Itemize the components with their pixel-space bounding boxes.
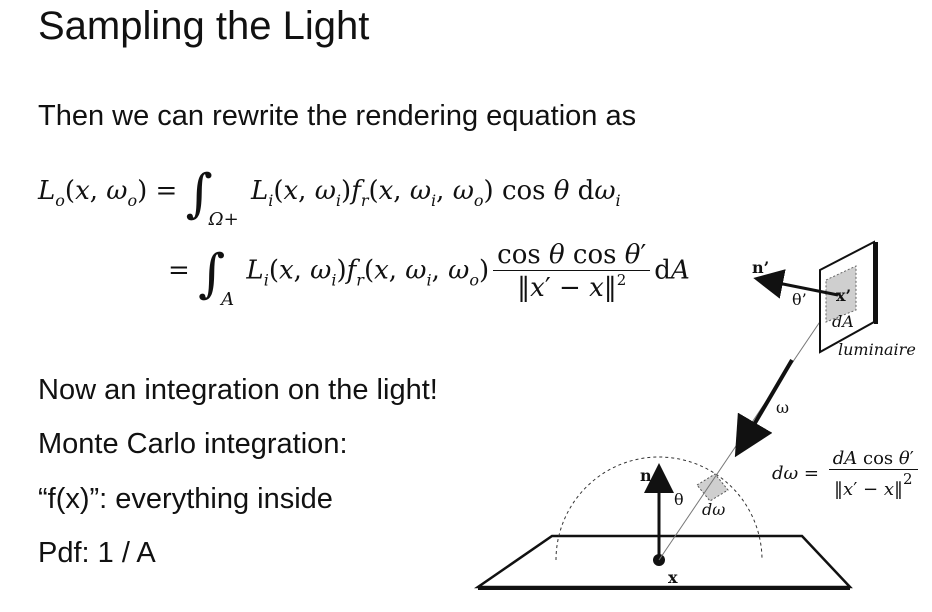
slide-title: Sampling the Light xyxy=(38,4,370,48)
rendering-equation-line-1: Lo(x, ωo) = ∫Ω+ Li(x, ωi)fr(x, ωi, ωo) c… xyxy=(38,164,621,230)
monte-carlo-text: Monte Carlo integration: xyxy=(38,428,348,460)
area-element-label: dA xyxy=(832,312,854,331)
rendering-equation-line-2: = ∫A Li(x, ωi)fr(x, ωi, ωo)cos θ cos θ′‖… xyxy=(168,240,690,310)
luminaire-label: luminaire xyxy=(838,340,916,359)
light-normal-label: n’ xyxy=(752,258,770,277)
fx-text: “f(x)”: everything inside xyxy=(38,483,333,515)
incident-direction-arrow xyxy=(734,358,794,458)
theta-label: θ xyxy=(674,490,684,509)
solid-angle-patch xyxy=(696,473,729,502)
surface-normal-label: n xyxy=(640,466,652,485)
theta-prime-label: θ’ xyxy=(792,290,807,309)
area-element-patch xyxy=(825,265,857,323)
light-integration-text: Now an integration on the light! xyxy=(38,374,438,406)
light-point-label: x’ xyxy=(836,286,852,305)
pdf-text: Pdf: 1 / A xyxy=(38,537,156,569)
solid-angle-formula: dω = dA cos θ′‖x′ − x‖2 xyxy=(772,448,922,500)
shading-point-label: x xyxy=(668,568,678,587)
light-normal xyxy=(753,269,839,299)
omega-label: ω xyxy=(776,398,790,417)
intro-text: Then we can rewrite the rendering equati… xyxy=(38,100,637,132)
solid-angle-label: dω xyxy=(702,500,726,519)
hemisphere xyxy=(555,456,763,561)
direction-line xyxy=(658,294,839,561)
